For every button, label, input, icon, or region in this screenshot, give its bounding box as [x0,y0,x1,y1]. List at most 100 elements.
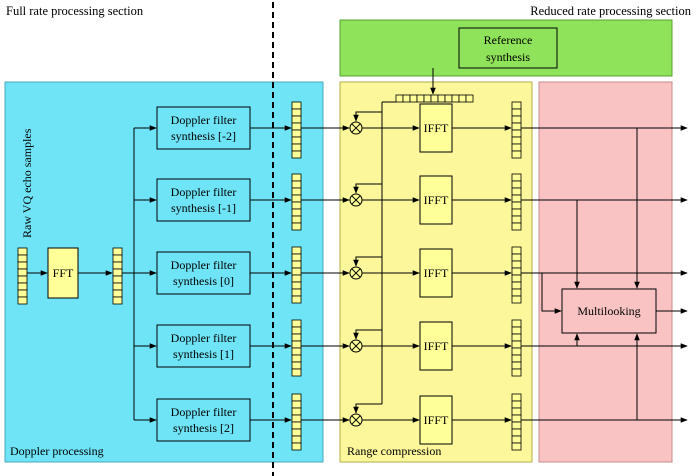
doppler-filter-line2: synthesis [-2] [171,129,236,143]
register-cell [291,246,302,255]
register-cell [511,333,522,342]
register-cell [17,289,28,298]
multilooking-section [538,81,673,463]
register-cell [511,428,522,437]
register-cell [112,254,123,263]
register-cell [291,180,302,189]
register-cell [511,136,522,145]
register-cell [291,143,302,152]
register-cell [465,94,474,103]
register-cell [291,319,302,328]
doppler-filter-line2: synthesis [-1] [171,201,236,215]
register-cell [291,361,302,370]
register-cell [17,254,28,263]
register-cell [291,108,302,117]
mixer-cross [351,123,361,133]
register-cell [511,108,522,117]
ifft-label: IFFT [424,339,449,353]
register-cell [409,94,418,103]
doppler-filter-line2: synthesis [2] [173,421,234,435]
register-cell [291,442,302,451]
register-cell [291,194,302,203]
register-cell [511,340,522,349]
ifft-box [419,103,453,153]
ifft-label: IFFT [424,266,449,280]
register-cell [291,260,302,269]
register-cell [458,94,467,103]
register-cell [291,253,302,262]
register-cell [511,222,522,231]
register-cell [511,150,522,159]
block-group: Doppler filter synthesis [-2] IFFT Doppler … [156,103,453,445]
register-cell [291,201,302,210]
reference-feed-arrow [353,256,382,267]
register-cell [395,94,404,103]
register-cell [444,94,453,103]
doppler-filter-box [156,398,251,442]
register-cell [511,274,522,283]
doppler-filter-line1: Doppler filter [171,113,237,127]
register-cell [112,261,123,270]
register-cell [511,400,522,409]
reference-register [395,94,474,103]
register-cell [511,143,522,152]
register-cell [291,428,302,437]
doppler-filter-box [156,106,251,150]
register-cell [511,368,522,377]
register-cell [291,393,302,402]
reference-synthesis-box [458,27,558,69]
multilook-center-feed [541,273,562,314]
register-cell [291,150,302,159]
register-cell [511,173,522,182]
register-cell [291,173,302,182]
register-cell [511,101,522,110]
reference-feed-arrow [353,329,382,340]
register-cell [291,122,302,131]
multilooking-box [561,288,657,334]
register-group [17,94,522,451]
doppler-filter-line1: Doppler filter [171,258,237,272]
ifft-label: IFFT [424,413,449,427]
register-cell [423,94,432,103]
register-cell [511,407,522,416]
mixer-cross [351,415,361,425]
reduced-rate-header: Reduced rate processing section [530,4,691,18]
connector-group [27,68,688,423]
register-cell [291,435,302,444]
register-cell [112,282,123,291]
filter-output-register [291,319,302,377]
register-cell [291,281,302,290]
register-cell [112,247,123,256]
mixer-cross [351,268,361,278]
register-cell [430,94,439,103]
register-cell [291,347,302,356]
register-cell [17,261,28,270]
register-cell [291,136,302,145]
register-cell [402,94,411,103]
register-cell [511,347,522,356]
fft-output-register [112,247,123,305]
ifft-box [419,395,453,445]
register-cell [17,296,28,305]
filter-output-register [291,173,302,231]
doppler-filter-box [156,251,251,295]
mixer-cross [351,195,361,205]
ifft-output-register [511,173,522,231]
ifft-box [419,248,453,298]
doppler-processing-label: Doppler processing [10,444,104,458]
register-cell [416,94,425,103]
register-cell [511,215,522,224]
reference-feed-arrow [353,403,382,414]
mixer-cross [351,341,361,351]
register-cell [291,400,302,409]
filter-output-register [291,393,302,451]
register-cell [511,354,522,363]
register-cell [511,421,522,430]
register-cell [511,122,522,131]
register-cell [511,208,522,217]
register-cell [291,101,302,110]
register-cell [291,187,302,196]
register-cell [291,421,302,430]
doppler-filter-line1: Doppler filter [171,331,237,345]
